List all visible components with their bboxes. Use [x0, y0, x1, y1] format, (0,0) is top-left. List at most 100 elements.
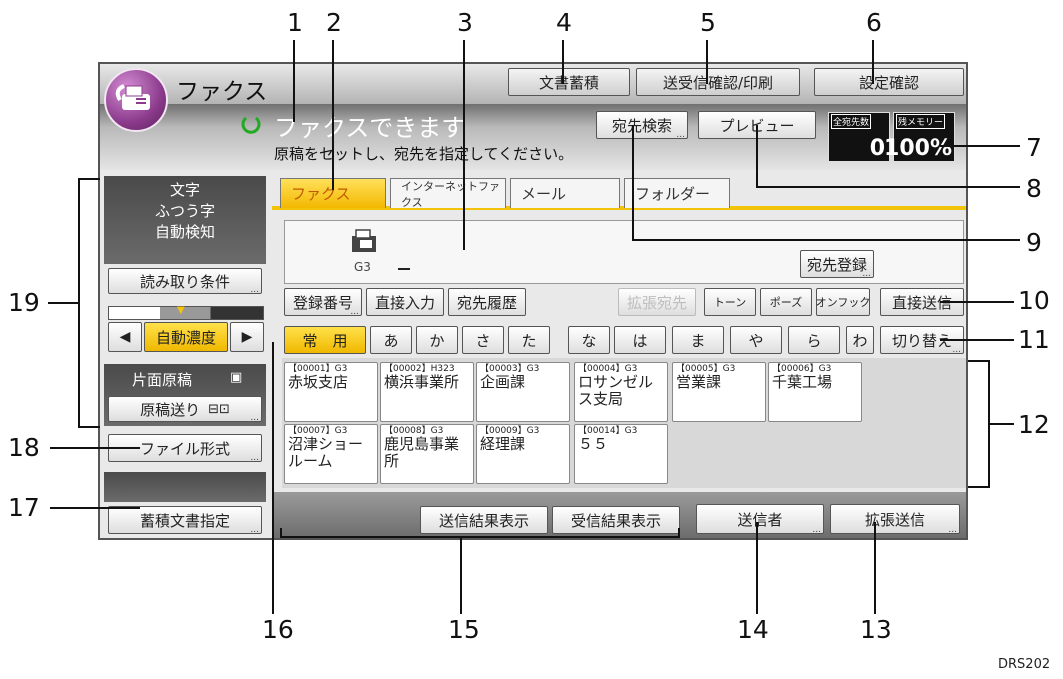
- callout-10: 10: [1018, 286, 1050, 315]
- bracket-12-side: [988, 360, 990, 488]
- destination-entry[interactable]: 【00005】G3 営業課: [672, 362, 766, 422]
- callout-5: 5: [700, 8, 716, 37]
- pause-button[interactable]: ポーズ: [760, 288, 812, 316]
- original-feed-label: 原稿送り: [140, 400, 201, 419]
- leader-16: [272, 342, 274, 614]
- index-key-ta[interactable]: た: [508, 326, 550, 354]
- scan-settings-button[interactable]: 読み取り条件: [108, 268, 262, 295]
- destination-entry[interactable]: 【00003】G3 企画課: [476, 362, 570, 422]
- leader-14: [756, 522, 758, 614]
- tab-folder[interactable]: フォルダー: [624, 178, 730, 208]
- leader-4: [562, 40, 564, 84]
- destination-code: 【00008】G3: [384, 426, 444, 436]
- app-title: ファクス: [176, 79, 268, 105]
- auto-density-button[interactable]: 自動濃度: [144, 322, 228, 352]
- callout-6: 6: [866, 8, 882, 37]
- extended-destination-button[interactable]: 拡張宛先: [618, 288, 696, 316]
- stored-doc-panel: [104, 472, 266, 502]
- settings-check-button[interactable]: 設定確認: [814, 68, 964, 96]
- leader-3: [463, 40, 465, 250]
- leader-17: [50, 507, 140, 509]
- destination-name: ロサンゼルス支局: [578, 373, 654, 408]
- callout-3: 3: [457, 8, 473, 37]
- destination-search-button[interactable]: 宛先検索: [596, 111, 688, 140]
- destination-code: 【00009】G3: [480, 426, 540, 436]
- index-key-ya[interactable]: や: [730, 326, 782, 354]
- original-feed-button[interactable]: 原稿送り ⊟⊡: [108, 396, 262, 423]
- callout-18: 18: [8, 433, 40, 462]
- callout-4: 4: [556, 8, 572, 37]
- destination-entry[interactable]: 【00014】G3 ５５: [574, 424, 668, 484]
- bracket-12-bottom: [968, 486, 990, 488]
- tab-email[interactable]: メール: [510, 178, 620, 208]
- destination-name: 企画課: [480, 373, 526, 391]
- density-left-button[interactable]: ◀: [108, 322, 142, 352]
- destination-name: 沼津ショールーム: [288, 435, 364, 470]
- store-document-button[interactable]: 文書蓄積: [508, 68, 630, 96]
- leader-1: [293, 40, 295, 122]
- sender-button[interactable]: 送信者: [696, 504, 824, 535]
- index-key-frequent[interactable]: 常 用: [284, 326, 366, 354]
- fax-app-icon: [104, 68, 168, 132]
- callout-19: 19: [8, 288, 40, 317]
- status-instruction: 原稿をセットし、宛先を指定してください。: [274, 145, 574, 163]
- leader-10: [940, 301, 1014, 303]
- leader-2: [332, 40, 334, 190]
- ready-icon: [240, 114, 262, 136]
- index-key-ka[interactable]: か: [416, 326, 458, 354]
- bracket-15: [280, 536, 680, 538]
- leader-6: [872, 40, 874, 84]
- leader-7: [940, 145, 1020, 147]
- tone-button[interactable]: トーン: [704, 288, 756, 316]
- destination-code: 【00014】G3: [578, 426, 638, 436]
- destination-entry[interactable]: 【00001】G3 赤坂支店: [284, 362, 378, 422]
- index-key-ra[interactable]: ら: [788, 326, 840, 354]
- destination-entry[interactable]: 【00008】G3 鹿児島事業所: [380, 424, 474, 484]
- destination-code: 【00006】G3: [772, 364, 832, 374]
- index-key-ha[interactable]: は: [614, 326, 666, 354]
- density-scale: ▼: [108, 305, 264, 320]
- destination-entry[interactable]: 【00007】G3 沼津ショールーム: [284, 424, 378, 484]
- destination-name: 横浜事業所: [384, 373, 460, 391]
- destination-count-box: 全宛先数 0: [828, 112, 890, 162]
- bracket-19-bottom: [78, 426, 100, 428]
- leader-9-v: [632, 125, 634, 240]
- tx-rx-check-button[interactable]: 送受信確認/印刷: [636, 68, 800, 96]
- index-key-a[interactable]: あ: [370, 326, 412, 354]
- destination-code: 【00004】G3: [578, 364, 638, 374]
- index-key-sa[interactable]: さ: [462, 326, 504, 354]
- leader-18: [50, 447, 140, 449]
- rx-result-button[interactable]: 受信結果表示: [552, 506, 680, 534]
- callout-13: 13: [860, 615, 892, 644]
- callout-8: 8: [1026, 174, 1042, 203]
- density-marker-icon: ▼: [177, 305, 185, 316]
- register-destination-button[interactable]: 宛先登録: [800, 250, 874, 279]
- destination-entry[interactable]: 【00002】H323 横浜事業所: [380, 362, 474, 422]
- status-bar: [100, 104, 966, 170]
- destination-name: 営業課: [676, 373, 722, 391]
- tab-internet-fax[interactable]: インターネットファクス: [390, 178, 506, 209]
- feed-icon: ⊟⊡: [208, 401, 230, 417]
- registration-number-button[interactable]: 登録番号: [284, 288, 362, 317]
- destination-code: 【00005】G3: [676, 364, 736, 374]
- index-key-na[interactable]: な: [568, 326, 610, 354]
- index-key-wa[interactable]: わ: [846, 326, 874, 354]
- callout-17: 17: [8, 493, 40, 522]
- callout-15: 15: [448, 615, 480, 644]
- single-sided-icon: ▣: [230, 370, 243, 385]
- destination-code: 【00003】G3: [480, 364, 540, 374]
- density-right-button[interactable]: ▶: [230, 322, 264, 352]
- destination-history-button[interactable]: 宛先履歴: [448, 288, 526, 316]
- advanced-transmission-button[interactable]: 拡張送信: [830, 504, 960, 535]
- destination-entry[interactable]: 【00009】G3 経理課: [476, 424, 570, 484]
- direct-input-button[interactable]: 直接入力: [366, 288, 444, 316]
- tx-result-button[interactable]: 送信結果表示: [420, 506, 548, 534]
- destination-name: ５５: [578, 435, 609, 453]
- destination-code: 【00002】H323: [384, 364, 455, 374]
- destination-entry[interactable]: 【00004】G3 ロサンゼルス支局: [574, 362, 668, 422]
- stored-document-button[interactable]: 蓄積文書指定: [108, 506, 262, 535]
- index-key-ma[interactable]: ま: [672, 326, 724, 354]
- scan-info-panel: 文字 ふつう字 自動検知: [104, 176, 266, 264]
- destination-entry[interactable]: 【00006】G3 千葉工場: [768, 362, 862, 422]
- on-hook-button[interactable]: オンフック: [816, 288, 870, 316]
